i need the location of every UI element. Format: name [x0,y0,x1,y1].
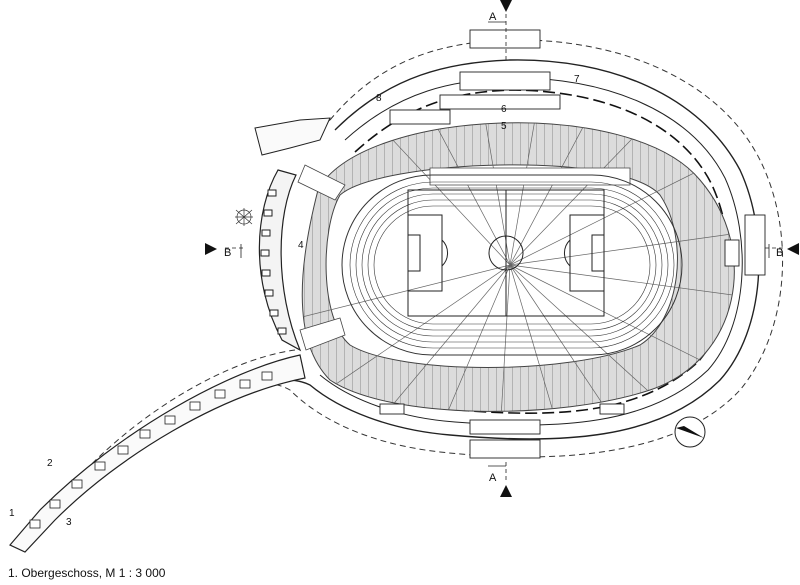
section-b-left-marker-icon [205,243,217,255]
south-stand-rooms [379,403,625,459]
section-b-right-marker-icon [787,243,799,255]
section-line-b [225,244,785,258]
ramp-building [9,354,306,553]
room-number-2: 2 [47,458,53,469]
tree-icon [235,208,253,226]
section-a-top-marker-icon [500,0,512,12]
ramp-cells [29,371,273,529]
upper-ramp-building [254,117,331,156]
bowl-gap-sw [299,317,346,351]
section-line-a [488,14,507,480]
football-pitch [407,189,605,317]
seating-bowl [301,122,735,412]
north-stand-rooms [389,29,561,125]
west-wing-piers [260,189,287,335]
bowl-gap-nw [297,164,346,201]
room-number-8: 8 [376,93,382,104]
west-wing [258,169,302,352]
section-a-bottom-marker-icon [500,485,512,497]
section-a-bottom-label: A [489,472,497,484]
section-b-right-label: B [776,247,783,259]
room-number-6: 6 [501,104,507,115]
bowl-gap-north [429,167,631,186]
north-arrow-icon [674,416,706,448]
room-number-7: 7 [574,74,580,85]
room-number-3: 3 [66,517,72,528]
section-a-top-label: A [489,11,497,23]
room-number-5: 5 [501,121,507,132]
room-number-4: 4 [298,240,304,251]
plan-caption: 1. Obergeschoss, M 1 : 3 000 [8,566,166,580]
running-track [341,174,683,356]
section-b-left-label: B [224,247,231,259]
building-outline [14,59,760,546]
east-stand-rooms [724,214,766,276]
room-number-1: 1 [9,508,15,519]
